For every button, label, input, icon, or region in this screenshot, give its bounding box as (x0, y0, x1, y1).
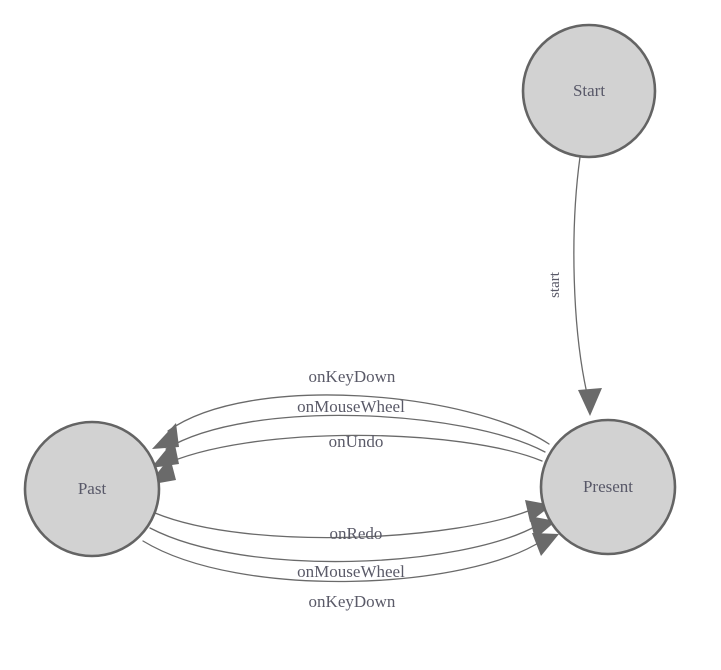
edge-label-past-present-onkeydown: onKeyDown (309, 592, 396, 611)
edge-past-to-present-onkeydown-path (142, 539, 544, 583)
node-start[interactable]: Start (521, 23, 657, 159)
node-start-label: Start (573, 81, 605, 100)
arrowhead-into-present-start (578, 388, 602, 416)
node-present-circle (539, 418, 677, 556)
edge-past-to-present-onredo-path (154, 508, 534, 539)
edge-past-to-present-onkeydown[interactable]: onKeyDown (142, 533, 559, 611)
edge-label-present-past-onmousewheel: onMouseWheel (297, 397, 405, 416)
edge-past-to-present-onmousewheel-path (149, 524, 539, 563)
node-past-circle (23, 420, 161, 558)
edge-label-present-past-onkeydown: onKeyDown (309, 367, 396, 386)
edge-label-present-past-onundo: onUndo (329, 432, 384, 451)
edge-label-start: start (547, 271, 563, 298)
edge-label-past-present-onredo: onRedo (330, 524, 383, 543)
node-past[interactable]: Past (23, 420, 161, 558)
arrowhead-into-present-onkeydown (532, 533, 559, 556)
node-past-label: Past (78, 479, 107, 498)
edge-present-to-past-onundo[interactable]: onUndo (148, 432, 543, 485)
edge-past-to-present-onredo[interactable]: onRedo (154, 500, 552, 543)
edge-present-to-past-onkeydown-path (167, 394, 550, 445)
node-present-label: Present (583, 477, 633, 496)
node-present[interactable]: Present (539, 418, 677, 556)
edge-present-to-past-onundo-path (160, 434, 543, 467)
edge-label-past-present-onmousewheel: onMouseWheel (297, 562, 405, 581)
node-start-circle (521, 23, 657, 159)
edge-start-to-present[interactable]: start (547, 156, 602, 416)
edge-present-to-past-onmousewheel-path (165, 414, 546, 453)
edge-start-to-present-path (573, 156, 589, 399)
